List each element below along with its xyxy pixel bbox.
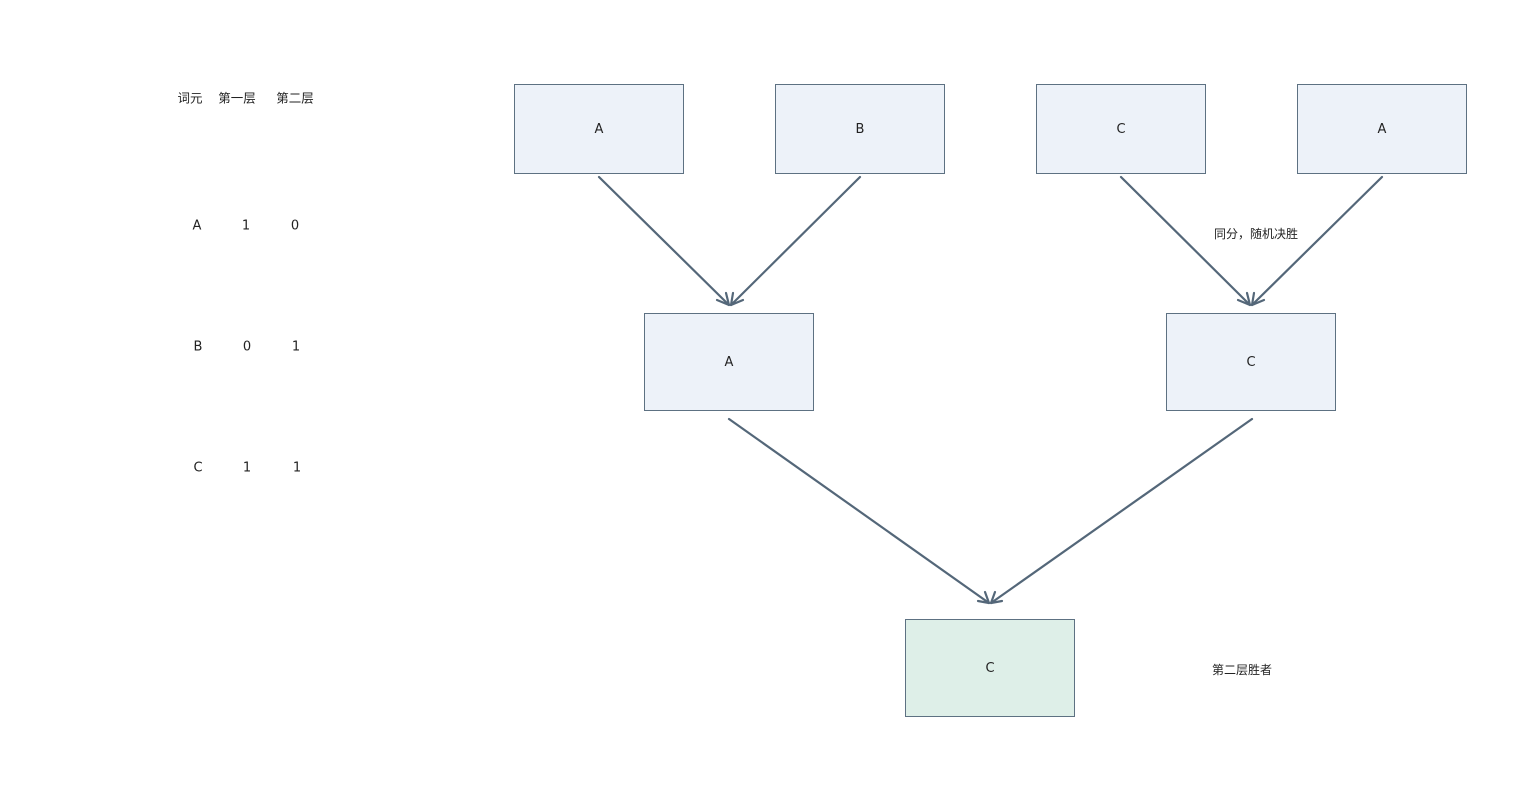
arrow-a-to-a — [597, 175, 731, 307]
node-label: A — [1377, 121, 1387, 137]
node-label: B — [855, 121, 865, 137]
node-level0-c: C — [1036, 84, 1206, 174]
arrow-a-to-c — [1250, 175, 1384, 307]
table-row-c-layer1: 1 — [242, 460, 252, 476]
table-row-b-layer2: 1 — [291, 339, 301, 355]
table-row-b-layer1: 0 — [242, 339, 252, 355]
table-row-c-token: C — [193, 460, 203, 476]
node-level1-c: C — [1166, 313, 1336, 411]
arrow-b-to-a — [729, 175, 862, 307]
table-header-layer2: 第二层 — [276, 90, 314, 106]
node-label: C — [1116, 121, 1126, 137]
arrow-c-to-winner — [989, 417, 1254, 605]
node-winner-c: C — [905, 619, 1075, 717]
node-level0-b: B — [775, 84, 945, 174]
tie-annotation: 同分，随机决胜 — [1214, 227, 1299, 241]
table-row-a-layer2: 0 — [290, 218, 300, 234]
table-header-token: 词元 — [177, 90, 203, 106]
node-level0-a2: A — [1297, 84, 1467, 174]
node-level0-a: A — [514, 84, 684, 174]
winner-annotation: 第二层胜者 — [1212, 663, 1273, 677]
node-level1-a: A — [644, 313, 814, 411]
table-row-a-layer1: 1 — [241, 218, 251, 234]
table-header-layer1: 第一层 — [218, 90, 256, 106]
node-label: C — [1246, 354, 1256, 370]
node-label: A — [724, 354, 734, 370]
table-row-c-layer2: 1 — [292, 460, 302, 476]
arrow-c-to-c — [1119, 175, 1252, 307]
node-label: C — [985, 660, 995, 676]
arrow-a-to-winner — [727, 417, 991, 605]
table-row-a-token: A — [192, 218, 202, 234]
node-label: A — [594, 121, 604, 137]
table-row-b-token: B — [193, 339, 203, 355]
